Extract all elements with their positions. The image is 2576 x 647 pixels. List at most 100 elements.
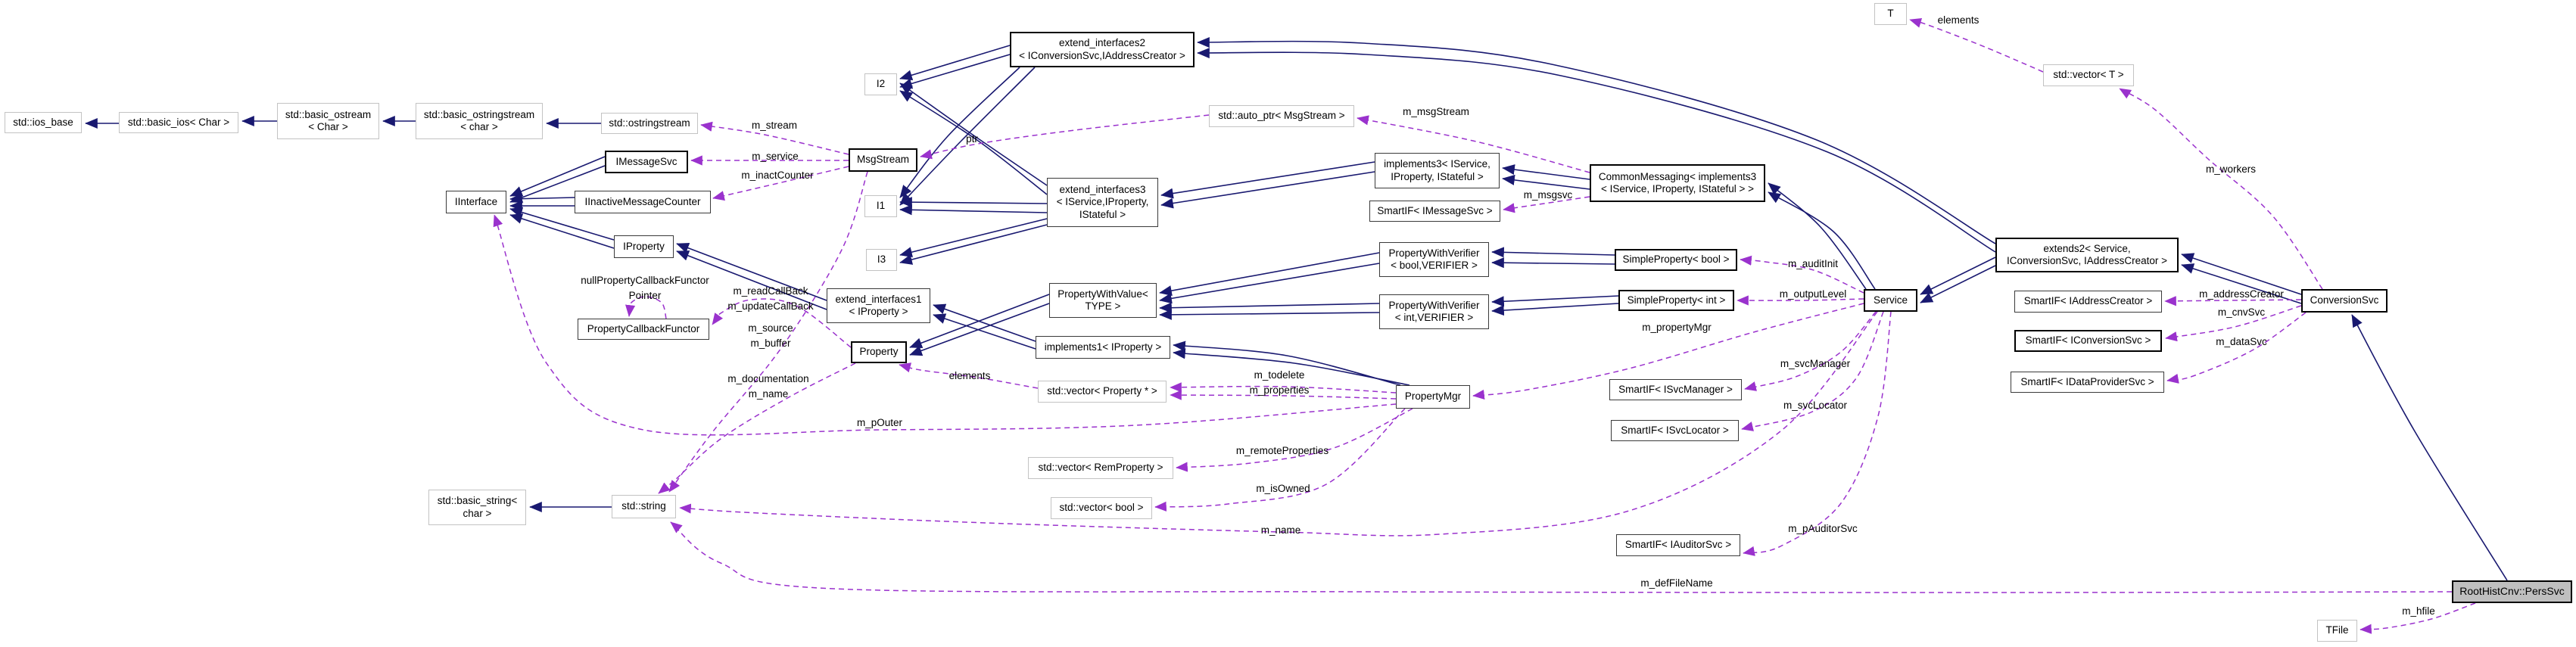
inheritance-edge <box>899 90 1048 195</box>
inheritance-edge <box>1491 257 1615 269</box>
inheritance-edge <box>899 54 1011 89</box>
usage-edge <box>700 121 849 155</box>
node-smartif-iconversionsvc[interactable]: SmartIF< IConversionSvc > <box>2014 330 2162 352</box>
inheritance-edge <box>509 165 606 203</box>
node-implements3[interactable]: implements3< IService, IProperty, IState… <box>1375 153 1500 188</box>
usage-edge <box>920 114 1210 160</box>
node-std-basic-string: std::basic_string< char > <box>428 490 526 525</box>
node-propertycallbackfunctor[interactable]: PropertyCallbackFunctor <box>578 319 709 340</box>
usage-edge <box>1741 311 1884 431</box>
inheritance-edge <box>1159 252 1380 297</box>
node-std-basic-ostringstream: std::basic_ostringstream < char > <box>416 103 543 139</box>
inheritance-edge <box>899 67 1036 206</box>
node-std-vector-t: std::vector< T > <box>2043 64 2134 86</box>
node-i1: I1 <box>864 195 897 217</box>
usage-edge <box>1743 311 1892 556</box>
inheritance-edge <box>1159 302 1380 313</box>
inheritance-edge <box>1160 171 1375 209</box>
node-service[interactable]: Service <box>1864 289 1917 312</box>
node-smartif-isvclocator[interactable]: SmartIF< ISvcLocator > <box>1611 420 1739 441</box>
usage-edge <box>899 362 1039 389</box>
usage-edge <box>1744 311 1877 391</box>
inheritance-edge <box>2181 263 2302 304</box>
node-smartif-idataprovidersvc[interactable]: SmartIF< IDataProviderSvc > <box>2011 372 2164 393</box>
node-std-basic-ios: std::basic_ios< Char > <box>119 112 238 133</box>
node-iproperty[interactable]: IProperty <box>614 235 674 258</box>
node-std-string: std::string <box>612 495 676 518</box>
inheritance-edge <box>1502 164 1590 180</box>
node-simpleproperty-int[interactable]: SimpleProperty< int > <box>1618 290 1734 311</box>
inheritance-edge <box>899 218 1048 258</box>
node-property[interactable]: Property <box>851 341 907 363</box>
node-extend-interfaces3[interactable]: extend_interfaces3 < IService,IProperty,… <box>1047 178 1158 227</box>
inheritance-edge <box>2181 253 2302 295</box>
inheritance-edge <box>899 82 1048 186</box>
node-msgstream[interactable]: MsgStream <box>849 148 917 172</box>
inheritance-edge <box>509 156 606 197</box>
inheritance-edge <box>1768 191 1876 290</box>
node-propertywithvalue[interactable]: PropertyWithValue< TYPE > <box>1049 283 1157 318</box>
usage-edge <box>670 521 2453 593</box>
node-simpleproperty-bool[interactable]: SimpleProperty< bool > <box>1615 249 1737 271</box>
node-iinactivemessagecounter[interactable]: IInactiveMessageCounter <box>575 191 711 213</box>
usage-edge <box>1154 408 1406 512</box>
usage-edge <box>1740 255 1864 294</box>
node-extends2[interactable]: extends2< Service, IConversionSvc, IAddr… <box>1995 238 2179 272</box>
node-extend-interfaces2[interactable]: extend_interfaces2 < IConversionSvc,IAdd… <box>1010 32 1195 67</box>
inheritance-edge <box>1502 174 1590 190</box>
inheritance-edge <box>1197 48 1996 253</box>
node-conversionsvc[interactable]: ConversionSvc <box>2301 289 2388 313</box>
inheritance-edge <box>899 67 1020 198</box>
usage-edge <box>493 214 1397 436</box>
node-imessagesvc[interactable]: IMessageSvc <box>605 151 688 173</box>
inheritance-edge <box>676 243 827 301</box>
usage-edge <box>2360 602 2476 634</box>
usage-edge <box>668 171 868 493</box>
usage-edge <box>712 298 852 348</box>
node-std-auto-ptr-msgstream: std::auto_ptr< MsgStream > <box>1209 105 1354 127</box>
inheritance-edge <box>1491 247 1615 258</box>
node-smartif-isvcmanager[interactable]: SmartIF< ISvcManager > <box>1609 379 1742 400</box>
node-i2: I2 <box>864 73 897 95</box>
inheritance-edge <box>1160 161 1375 199</box>
node-commonmessaging[interactable]: CommonMessaging< implements3 < IService,… <box>1590 164 1765 202</box>
usage-edge <box>2165 305 2302 342</box>
usage-edge <box>1737 295 1864 306</box>
usage-edge <box>1909 17 2044 73</box>
usage-edge <box>1503 196 1590 213</box>
usage-edge <box>625 296 667 319</box>
usage-edge <box>1472 303 1864 400</box>
inheritance-edge <box>509 213 615 249</box>
inheritance-edge <box>676 250 827 310</box>
node-propertywithverifier-bool[interactable]: PropertyWithVerifier < bool,VERIFIER > <box>1379 242 1489 277</box>
inheritance-edge <box>1920 257 1996 295</box>
node-smartif-iauditorsvc[interactable]: SmartIF< IAuditorSvc > <box>1616 534 1740 556</box>
node-tfile: TFile <box>2317 620 2357 642</box>
usage-edge <box>1176 408 1413 472</box>
node-propertywithverifier-int[interactable]: PropertyWithVerifier < int,VERIFIER > <box>1379 294 1489 329</box>
node-implements1[interactable]: implements1< IProperty > <box>1036 336 1170 359</box>
inheritance-edge <box>1768 182 1867 290</box>
usage-edge <box>712 166 849 201</box>
node-extend-interfaces1[interactable]: extend_interfaces1 < IProperty > <box>827 288 930 323</box>
usage-edge <box>2119 88 2323 290</box>
node-iinterface[interactable]: IInterface <box>446 191 506 213</box>
inheritance-edge <box>909 294 1050 348</box>
inheritance-edge <box>509 207 615 241</box>
node-smartif-imessagesvc[interactable]: SmartIF< IMessageSvc > <box>1369 201 1500 222</box>
node-std-vector-property: std::vector< Property * > <box>1038 381 1167 403</box>
inheritance-edge <box>2351 314 2508 581</box>
inheritance-edge <box>1491 303 1619 316</box>
inheritance-edge <box>1173 348 1410 386</box>
node-std-ostringstream: std::ostringstream <box>601 113 698 134</box>
node-propertymgr[interactable]: PropertyMgr <box>1396 385 1470 409</box>
node-std-vector-bool: std::vector< bool > <box>1051 497 1152 519</box>
inheritance-edge <box>1197 37 1996 244</box>
inheritance-edge <box>1920 265 1996 303</box>
node-smartif-iaddresscreator[interactable]: SmartIF< IAddressCreator > <box>2014 291 2162 313</box>
inheritance-edge <box>899 197 1048 208</box>
usage-edge <box>679 311 1878 537</box>
inheritance-edge <box>1159 263 1380 304</box>
